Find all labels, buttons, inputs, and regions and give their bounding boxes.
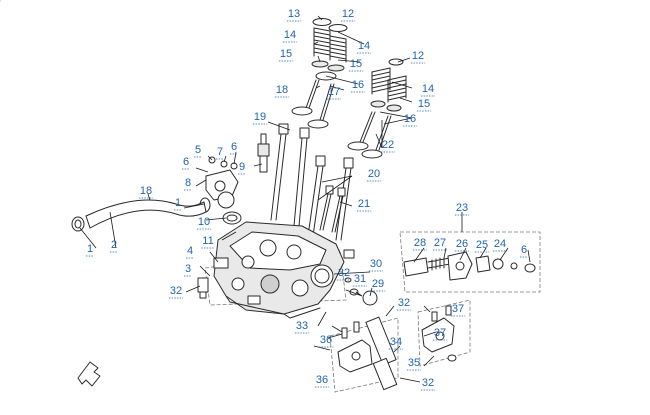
callout-1-upper: 1 — [175, 197, 181, 209]
callout-labels: 13 12 14 14 15 12 15 16 14 18 17 15 16 1… — [0, 0, 529, 391]
callout-10: 10 — [198, 216, 210, 228]
bolt-long-4 — [335, 157, 354, 241]
callout-25: 27 — [434, 237, 446, 249]
callout-9: 9 — [239, 161, 245, 173]
callout-24: 26 — [456, 238, 468, 250]
rocker-assembly-34 — [421, 305, 457, 362]
callout-8: 8 — [185, 177, 191, 189]
valve-spring-right-a — [371, 67, 391, 95]
head-bolts — [270, 123, 354, 241]
callout-32a: 32 — [398, 297, 410, 309]
callout-13a: 13 — [288, 8, 300, 20]
callout-15c: 16 — [404, 113, 416, 125]
callout-12a: 12 — [342, 8, 354, 20]
callout-30: 32 — [338, 267, 350, 279]
callout-28: 30 — [370, 258, 382, 270]
callout-15a: 15 — [280, 48, 292, 60]
bolt-long-3 — [307, 155, 326, 237]
callout-16a: 17 — [328, 86, 340, 98]
callout-14b: 15 — [350, 58, 362, 70]
callout-16b: 18 — [140, 185, 152, 197]
callout-29: 31 — [354, 273, 366, 285]
callout-13c: 14 — [422, 83, 434, 95]
callout-11: 11 — [202, 235, 213, 247]
bolt-short-2 — [331, 187, 346, 233]
callout-14c: 15 — [418, 98, 430, 110]
callout-20: 22 — [382, 139, 394, 151]
callout-4: 4 — [187, 245, 193, 257]
callout-15b: 16 — [352, 79, 364, 91]
callout-14a: 14 — [284, 29, 296, 41]
callout-18b: 20 — [368, 168, 380, 180]
thermostat-housing — [199, 156, 242, 225]
callout-22: 24 — [494, 238, 506, 250]
callout-34: 35 — [408, 357, 420, 369]
spark-plug — [257, 133, 270, 173]
callout-12b: 12 — [412, 50, 424, 62]
callout-31: 32 — [170, 285, 182, 297]
temperature-sensor — [197, 257, 229, 299]
callout-17: 18 — [276, 84, 288, 96]
callout-2: 2 — [111, 239, 117, 251]
assembly-outline-34 — [417, 299, 471, 367]
valve-spring-right-b — [387, 75, 407, 103]
callout-36b: 37 — [434, 327, 446, 339]
callout-19: 21 — [358, 198, 370, 210]
coolant-hose — [71, 199, 207, 232]
valve-spring-left-b — [329, 35, 347, 63]
callout-32b: 33 — [296, 320, 308, 332]
intake-parts — [310, 249, 378, 306]
callout-3: 3 — [185, 263, 191, 275]
callout-7: 7 — [217, 146, 223, 158]
bolt-short-1 — [319, 185, 334, 231]
valve-train-right — [347, 58, 407, 159]
cylinder-head — [213, 221, 345, 319]
assembly-outline-35 — [329, 317, 399, 393]
callout-5: 5 — [195, 144, 201, 156]
callout-23: 25 — [476, 239, 488, 251]
valve-train-left — [291, 18, 348, 129]
callout-6b: 6 — [231, 141, 237, 153]
bolt-long-1 — [270, 123, 289, 221]
callout-1-lower: 1 — [87, 243, 93, 255]
callout-27: 29 — [372, 278, 384, 290]
callout-21: 23 — [456, 202, 468, 214]
front-arrow-icon — [77, 361, 101, 387]
callout-36a: 36 — [320, 334, 332, 346]
callout-35: 36 — [316, 374, 328, 386]
callout-6a: 6 — [183, 156, 189, 168]
rocker-assembly-35 — [337, 316, 398, 391]
leader-lines — [79, 15, 531, 383]
tensioner-assembly — [403, 251, 536, 281]
callout-37a: 37 — [452, 303, 464, 315]
callout-26: 28 — [414, 237, 426, 249]
callout-6c: 6 — [521, 244, 527, 256]
callout-32c: 32 — [422, 377, 434, 389]
callout-18a: 19 — [254, 111, 266, 123]
callout-33: 34 — [390, 336, 402, 348]
bolt-long-2 — [293, 127, 310, 227]
assembly-outline-21 — [399, 231, 541, 293]
callout-13b: 14 — [358, 40, 370, 52]
